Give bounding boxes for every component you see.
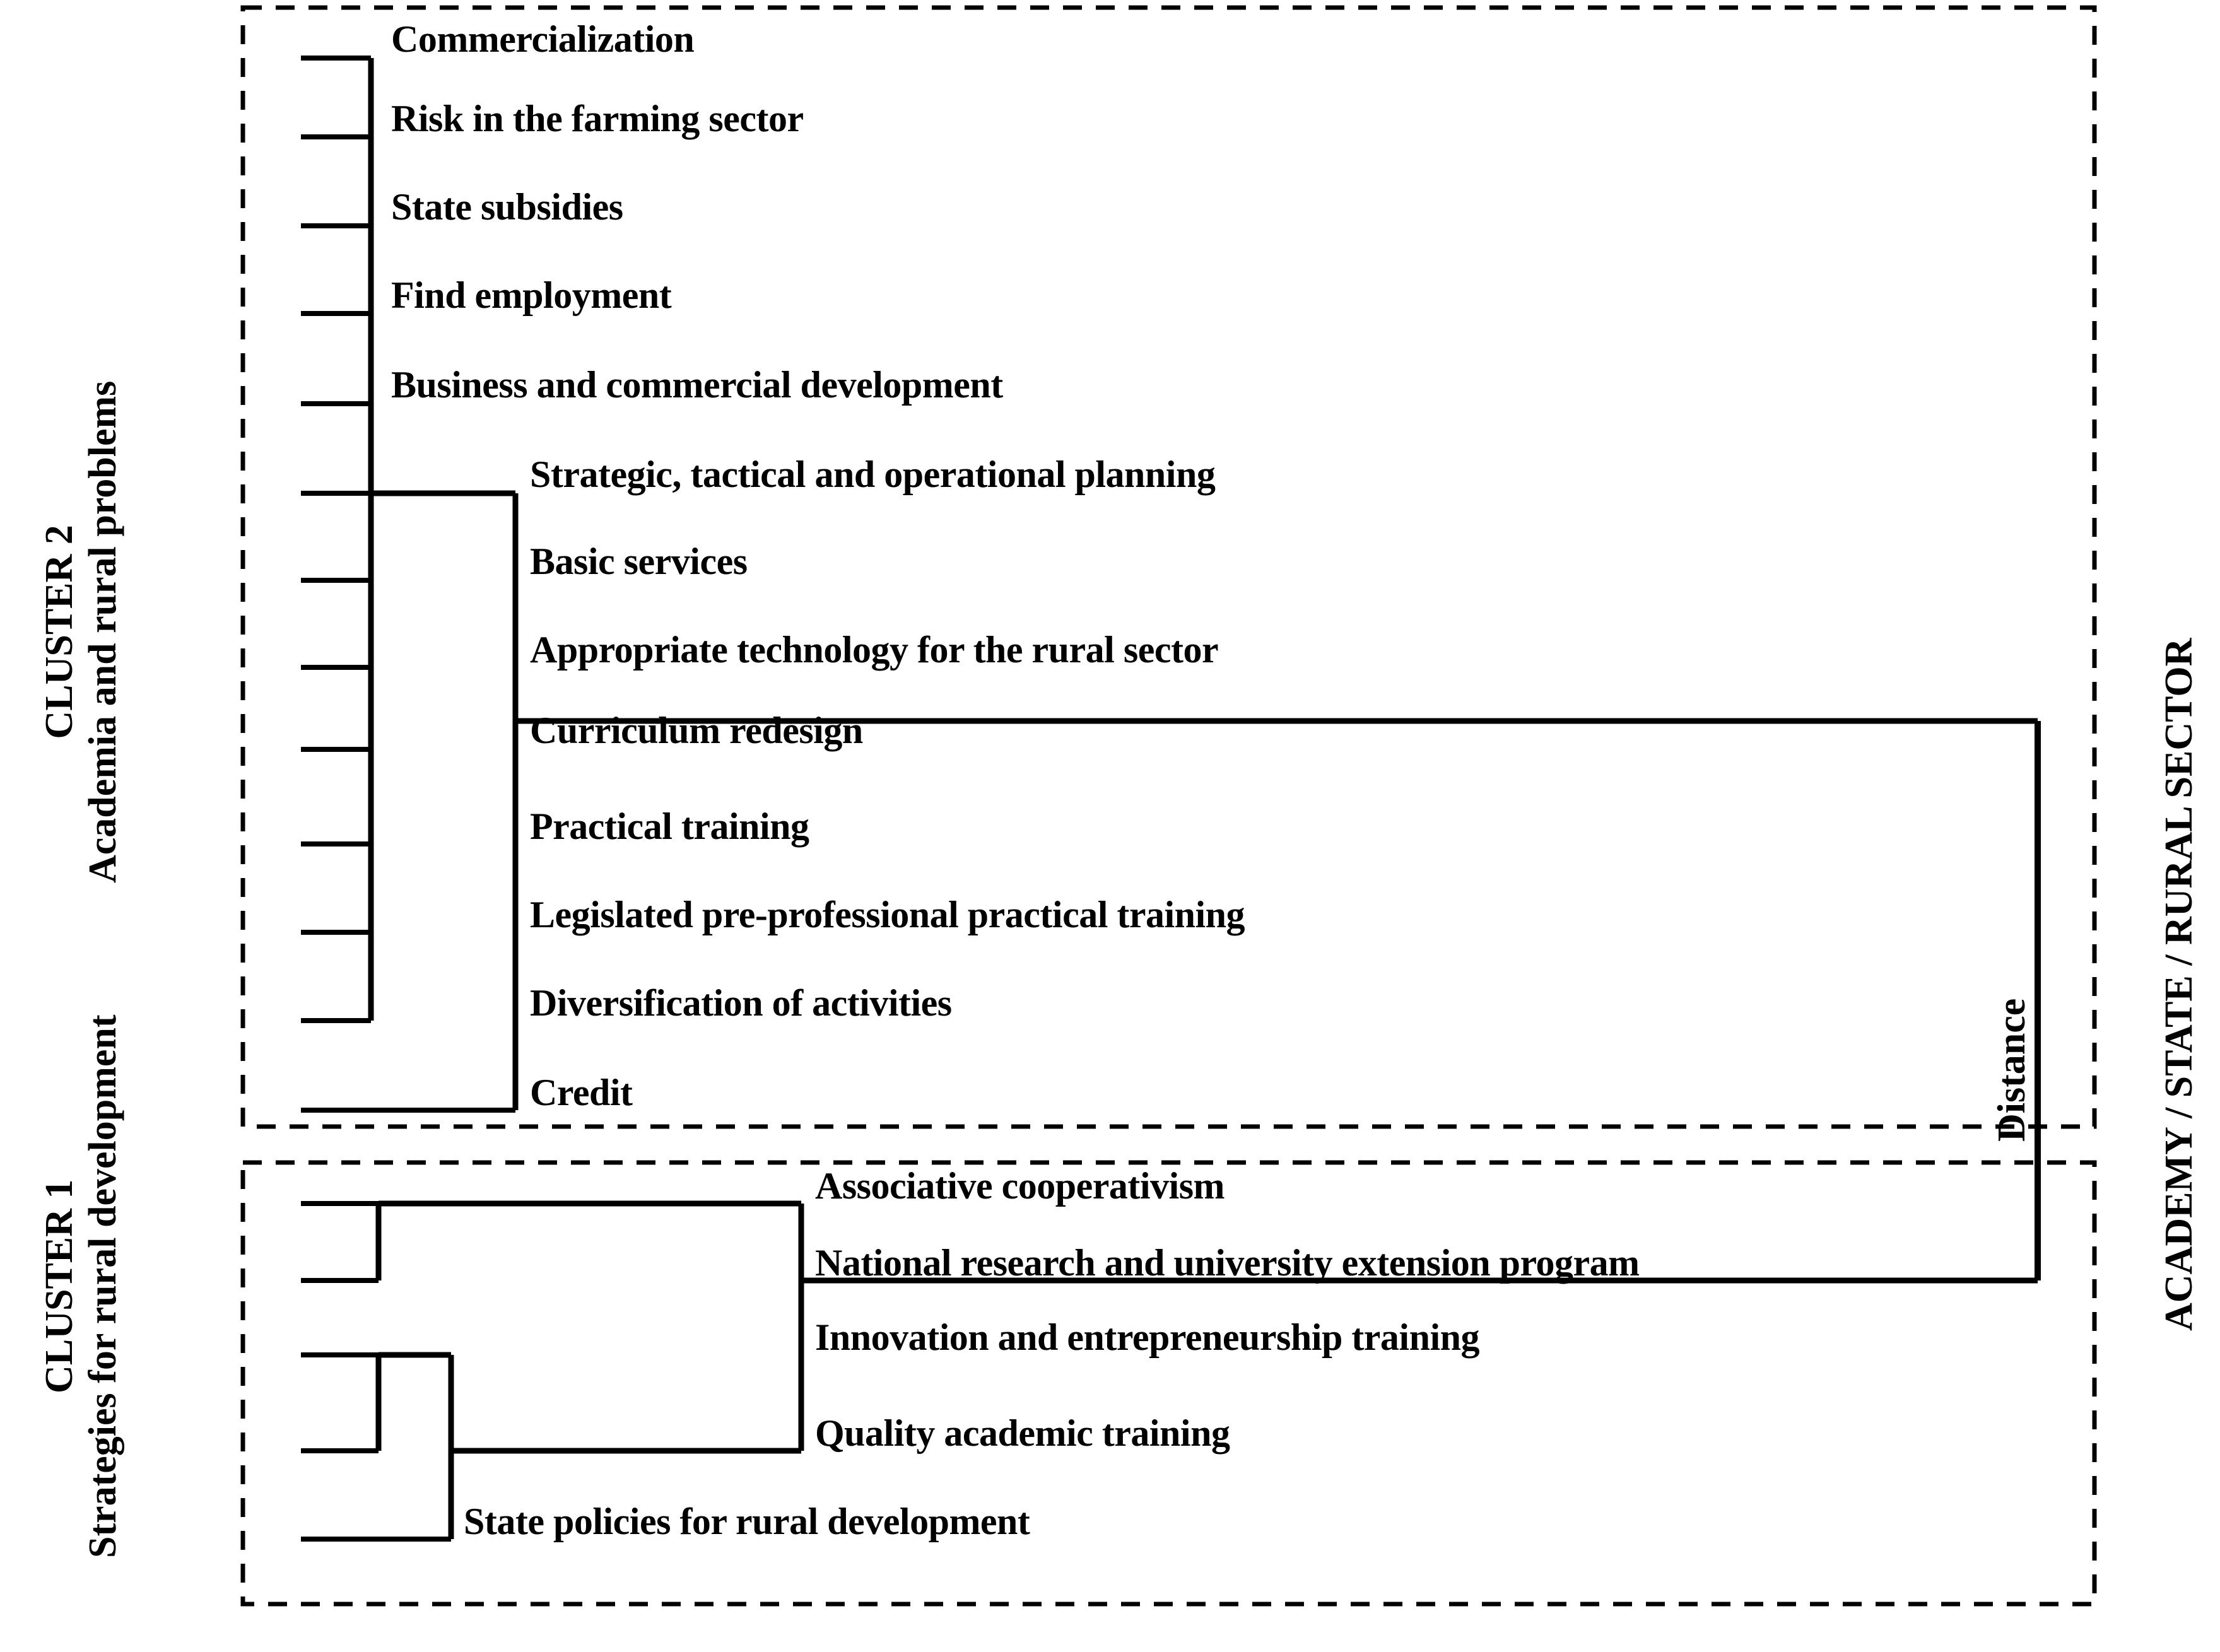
cluster2-caption: CLUSTER 2 Academia and rural problems — [38, 381, 126, 883]
cluster2-title: CLUSTER 2 — [38, 525, 81, 739]
leaf-label: Risk in the farming sector — [391, 98, 804, 139]
leaf-label: Basic services — [530, 541, 748, 582]
leaf-label: Quality academic training — [815, 1412, 1230, 1454]
leaf-label: Associative cooperativism — [815, 1165, 1225, 1207]
cluster1-title: CLUSTER 1 — [38, 1179, 81, 1393]
cluster1-leaf-stubs — [301, 1201, 451, 1542]
leaf-label: Legislated pre-professional practical tr… — [530, 894, 1245, 935]
academy-state-rural-sector-label: ACADEMY / STATE / RURAL SECTOR — [2158, 638, 2200, 1331]
leaf-label: Practical training — [530, 805, 809, 847]
leaf-label: Credit — [530, 1072, 633, 1113]
leaf-label: Strategic, tactical and operational plan… — [530, 454, 1216, 495]
cluster2-leaf-stubs — [301, 56, 515, 1113]
cluster1-caption: CLUSTER 1 Strategies for rural developme… — [38, 1015, 126, 1559]
leaf-label: Appropriate technology for the rural sec… — [530, 629, 1219, 671]
cluster2-subtitle: Academia and rural problems — [81, 380, 125, 883]
cluster1-subtitle: Strategies for rural development — [81, 1014, 125, 1559]
leaf-label: State policies for rural development — [464, 1501, 1030, 1542]
distance-axis-label: Distance — [1990, 998, 2033, 1142]
leaf-label: Find employment — [391, 274, 672, 316]
cluster1-dashed-box — [240, 1160, 2097, 1607]
leaf-label: Innovation and entrepreneurship training — [815, 1316, 1480, 1358]
leaf-label: Business and commercial development — [391, 364, 1003, 406]
cluster2-dashed-box — [240, 5, 2097, 1129]
leaf-label: Diversification of activities — [530, 982, 952, 1024]
leaf-label: Commercialization — [391, 18, 695, 60]
leaf-label: National research and university extensi… — [815, 1242, 1640, 1284]
leaf-label: State subsidies — [391, 186, 623, 228]
leaf-label: Curriculum redesign — [530, 710, 863, 751]
